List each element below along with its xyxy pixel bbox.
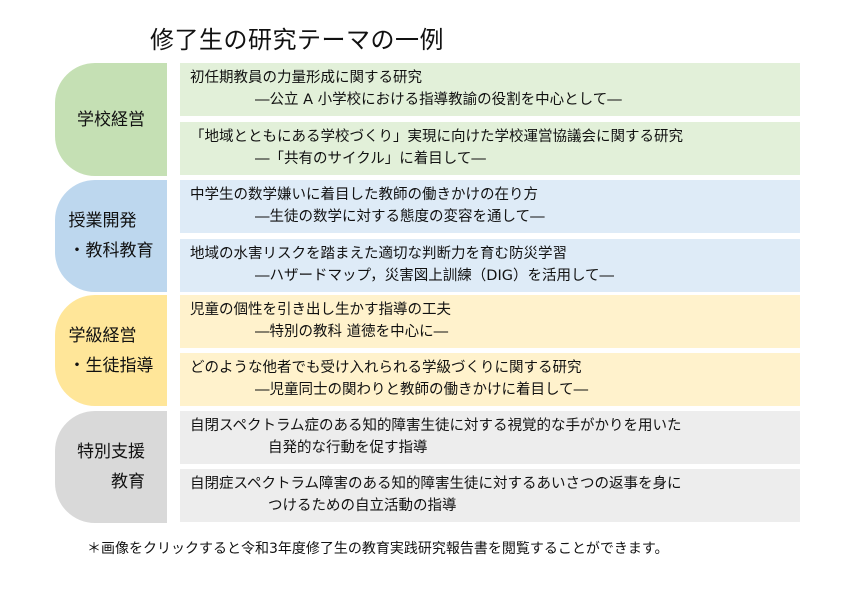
category-label-line: 学校経営 <box>77 109 145 130</box>
theme-group-class-management: 学級経営 ・生徒指導 児童の個性を引き出し生かす指導の工夫 ―特別の教科 道徳を… <box>55 295 800 406</box>
theme-subtitle: ―公立 A 小学校における指導教諭の役割を中心として― <box>255 92 622 108</box>
category-label-line: 学級経営 <box>68 325 137 346</box>
theme-subtitle: ―ハザードマップ，災害図上訓練（DIG）を活用して― <box>255 268 615 284</box>
theme-entry[interactable]: 「地域とともにある学校づくり」実現に向けた学校運営協議会に関する研究 ―「共有の… <box>180 122 800 175</box>
theme-subtitle: つけるための自立活動の指導 <box>268 498 457 514</box>
theme-main-title: 児童の個性を引き出し生かす指導の工夫 <box>190 302 451 318</box>
theme-entry[interactable]: どのような他者でも受け入れられる学級づくりに関する研究 ―児童同士の関わりと教師… <box>180 353 800 406</box>
theme-entry[interactable]: 児童の個性を引き出し生かす指導の工夫 ―特別の教科 道徳を中心に― <box>180 295 800 348</box>
theme-subtitle: ―「共有のサイクル」に着目して― <box>255 151 486 167</box>
theme-entry[interactable]: 自閉スペクトラム症のある知的障害生徒に対する視覚的な手がかりを用いた 自発的な行… <box>180 411 800 464</box>
theme-entry[interactable]: 中学生の数学嫌いに着目した教師の働きかけの在り方 ―生徒の数学に対する態度の変容… <box>180 180 800 233</box>
theme-main-title: 初任期教員の力量形成に関する研究 <box>190 70 422 86</box>
category-label-line: ・教科教育 <box>68 241 154 261</box>
theme-subtitle: 自発的な行動を促す指導 <box>268 440 428 456</box>
theme-main-title: 自閉スペクトラム症のある知的障害生徒に対する視覚的な手がかりを用いた <box>190 418 682 434</box>
category-label-line: 授業開発 <box>68 211 137 231</box>
page-title: 修了生の研究テーマの一例 <box>150 26 444 54</box>
theme-entry[interactable]: 地域の水害リスクを踏まえた適切な判断力を育む防災学習 ―ハザードマップ，災害図上… <box>180 239 800 292</box>
category-label: 特別支援 教育 <box>55 411 167 523</box>
theme-main-title: 地域の水害リスクを踏まえた適切な判断力を育む防災学習 <box>190 246 567 262</box>
category-label: 授業開発 ・教科教育 <box>55 180 167 292</box>
theme-group-special-support: 特別支援 教育 自閉スペクトラム症のある知的障害生徒に対する視覚的な手がかりを用… <box>55 411 800 523</box>
theme-main-title: 自閉症スペクトラム障害のある知的障害生徒に対するあいさつの返事を身に <box>190 476 682 492</box>
theme-subtitle: ―特別の教科 道徳を中心に― <box>255 324 449 340</box>
category-label-line: ・生徒指導 <box>68 355 154 376</box>
theme-group-school-management: 学校経営 初任期教員の力量形成に関する研究 ―公立 A 小学校における指導教諭の… <box>55 63 800 176</box>
theme-main-title: 中学生の数学嫌いに着目した教師の働きかけの在り方 <box>190 187 538 203</box>
category-label: 学級経営 ・生徒指導 <box>55 295 167 406</box>
theme-subtitle: ―生徒の数学に対する態度の変容を通して― <box>255 209 545 225</box>
theme-main-title: どのような他者でも受け入れられる学級づくりに関する研究 <box>190 360 582 376</box>
theme-entry[interactable]: 自閉症スペクトラム障害のある知的障害生徒に対するあいさつの返事を身に つけるため… <box>180 469 800 522</box>
footnote-text: ＊画像をクリックすると令和3年度修了生の教育実践研究報告書を閲覧することができま… <box>87 541 669 557</box>
category-label-line: 教育 <box>111 472 145 492</box>
theme-entry[interactable]: 初任期教員の力量形成に関する研究 ―公立 A 小学校における指導教諭の役割を中心… <box>180 63 800 116</box>
theme-main-title: 「地域とともにある学校づくり」実現に向けた学校運営協議会に関する研究 <box>190 129 683 145</box>
theme-group-lesson-development: 授業開発 ・教科教育 中学生の数学嫌いに着目した教師の働きかけの在り方 ―生徒の… <box>55 180 800 292</box>
category-label: 学校経営 <box>55 63 167 176</box>
category-label-line: 特別支援 <box>77 442 145 462</box>
theme-subtitle: ―児童同士の関わりと教師の働きかけに着目して― <box>255 382 589 398</box>
